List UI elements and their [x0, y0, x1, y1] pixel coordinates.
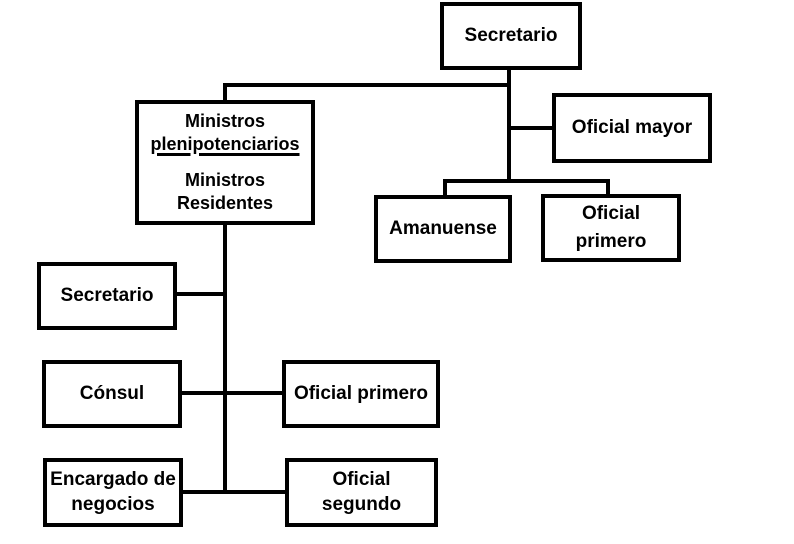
- connector-drop-ministros: [223, 83, 227, 102]
- node-amanuense: Amanuense: [374, 195, 512, 263]
- node-ministros-line4: Residentes: [176, 192, 274, 213]
- node-encargado-negocios-line2: negocios: [71, 493, 155, 515]
- node-oficial-primero-inferior-label: Oficial primero: [293, 382, 429, 404]
- node-oficial-primero-superior-line1: Oficial: [581, 202, 641, 224]
- node-amanuense-label: Amanuense: [389, 217, 497, 239]
- node-oficial-primero-superior: Oficial primero: [541, 194, 681, 262]
- connector-row-encargado: [181, 490, 285, 494]
- node-oficial-primero-superior-line2: primero: [575, 230, 647, 252]
- node-encargado-negocios-line1: Encargado de: [50, 468, 176, 490]
- node-ministros-line3: Ministros: [184, 169, 265, 190]
- node-oficial-mayor: Oficial mayor: [552, 93, 712, 163]
- node-ministros: Ministros plenipotenciarios Ministros Re…: [135, 100, 315, 225]
- connector-tap-oficial-mayor: [509, 126, 552, 130]
- node-oficial-segundo-line2: segundo: [321, 493, 402, 515]
- connector-top-horizontal: [223, 83, 511, 87]
- connector-drop-oficial-primero: [606, 181, 610, 196]
- node-secretario-izquierda: Secretario: [37, 262, 177, 330]
- node-consul: Cónsul: [42, 360, 182, 428]
- node-secretario-top-label: Secretario: [464, 24, 558, 46]
- node-secretario-top: Secretario: [440, 2, 582, 70]
- node-encargado-negocios: Encargado de negocios: [43, 458, 183, 527]
- node-oficial-segundo: Oficial segundo: [285, 458, 438, 527]
- node-oficial-segundo-line1: Oficial: [332, 468, 391, 490]
- connector-branch-horizontal: [443, 179, 610, 183]
- node-consul-label: Cónsul: [79, 382, 145, 404]
- connector-row-consul: [180, 391, 282, 395]
- node-ministros-line2: plenipotenciarios: [150, 134, 300, 155]
- connector-ministros-spine: [223, 221, 227, 494]
- node-oficial-mayor-label: Oficial mayor: [571, 116, 693, 138]
- node-ministros-line1: Ministros: [184, 110, 265, 131]
- node-secretario-izquierda-label: Secretario: [60, 284, 154, 306]
- connector-drop-amanuense: [443, 181, 447, 197]
- connector-tap-secretario-izq: [177, 292, 227, 296]
- node-oficial-primero-inferior: Oficial primero: [282, 360, 440, 428]
